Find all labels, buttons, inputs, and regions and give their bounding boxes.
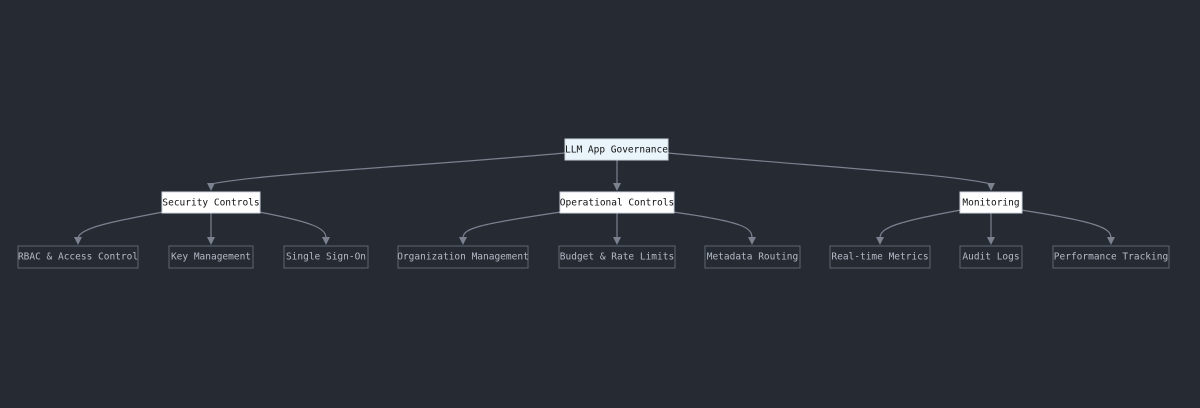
- node-organization-management: Organization Management: [397, 245, 529, 269]
- edge-monitoring-to-realtime: [879, 209, 962, 239]
- node-audit-logs: Audit Logs: [959, 245, 1023, 269]
- node-single-sign-on: Single Sign-On: [283, 245, 369, 269]
- edge-monitoring-to-realtime-arrowhead: [876, 237, 884, 245]
- edge-monitoring-to-audit-arrowhead: [987, 237, 995, 245]
- node-operational-controls: Operational Controls: [559, 191, 675, 214]
- node-performance-tracking-label: Performance Tracking: [1054, 252, 1168, 263]
- node-metadata-routing: Metadata Routing: [704, 245, 801, 269]
- node-real-time-metrics-label: Real-time Metrics: [831, 252, 928, 263]
- edge-monitoring-to-perf: [1020, 209, 1112, 239]
- edges-layer: [74, 152, 1115, 245]
- node-security-controls-label: Security Controls: [162, 198, 259, 209]
- node-organization-management-label: Organization Management: [397, 252, 529, 263]
- node-budget-rate-limits-label: Budget & Rate Limits: [560, 252, 674, 263]
- node-budget-rate-limits: Budget & Rate Limits: [558, 245, 676, 269]
- edge-security-to-sso: [258, 211, 327, 239]
- edge-root-to-operational-arrowhead: [613, 183, 621, 191]
- node-rbac-access-control: RBAC & Access Control: [17, 245, 139, 269]
- node-metadata-routing-label: Metadata Routing: [707, 252, 799, 263]
- node-key-management: Key Management: [168, 245, 254, 269]
- edge-operational-to-metadata-arrowhead: [748, 237, 756, 245]
- edge-root-to-monitoring-arrowhead: [987, 183, 995, 191]
- edge-operational-to-orgmgmt: [462, 211, 562, 239]
- edge-root-to-security: [210, 152, 566, 185]
- edge-operational-to-orgmgmt-arrowhead: [459, 237, 467, 245]
- edge-root-to-monitoring: [667, 152, 992, 185]
- node-key-management-label: Key Management: [171, 252, 251, 263]
- edge-monitoring-to-perf-arrowhead: [1107, 237, 1115, 245]
- edge-security-to-rbac-arrowhead: [74, 237, 82, 245]
- edge-operational-to-metadata: [672, 211, 753, 239]
- node-single-sign-on-label: Single Sign-On: [286, 252, 366, 263]
- node-security-controls: Security Controls: [161, 191, 261, 214]
- node-operational-controls-label: Operational Controls: [560, 198, 674, 209]
- edge-operational-to-budget-arrowhead: [613, 237, 621, 245]
- node-audit-logs-label: Audit Logs: [962, 252, 1019, 263]
- node-real-time-metrics: Real-time Metrics: [829, 245, 931, 269]
- node-rbac-access-control-label: RBAC & Access Control: [18, 252, 138, 263]
- node-root-label: LLM App Governance: [565, 145, 668, 156]
- edge-security-to-sso-arrowhead: [322, 237, 330, 245]
- node-root: LLM App Governance: [564, 138, 669, 161]
- edge-root-to-security-arrowhead: [207, 183, 215, 191]
- node-monitoring: Monitoring: [959, 191, 1023, 214]
- node-performance-tracking: Performance Tracking: [1052, 245, 1170, 269]
- edge-security-to-keymgmt-arrowhead: [207, 237, 215, 245]
- edge-security-to-rbac: [77, 211, 164, 239]
- node-monitoring-label: Monitoring: [962, 198, 1019, 209]
